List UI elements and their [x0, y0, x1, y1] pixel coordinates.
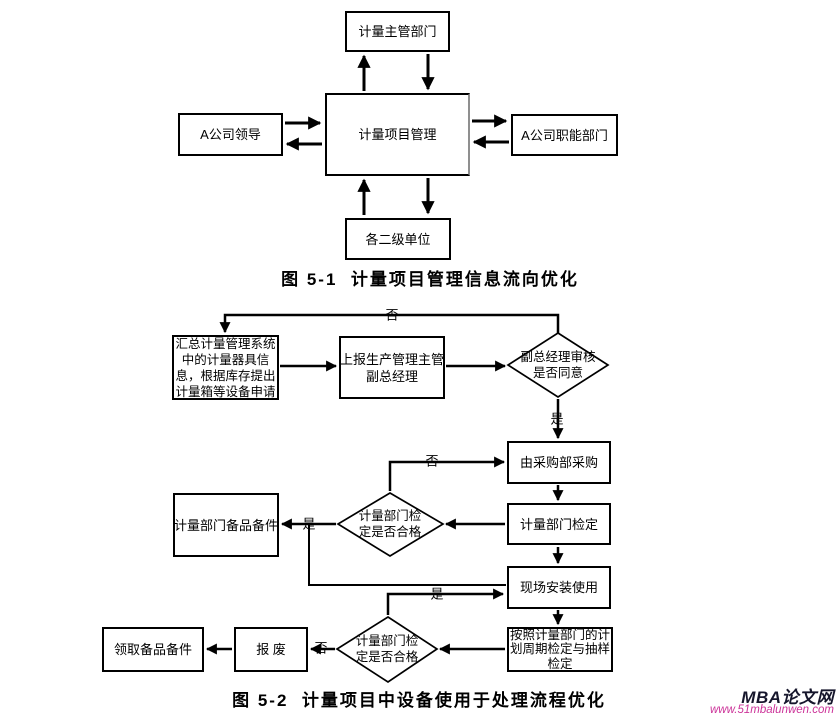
fig1-node-metrology-authority: 计量主管部门: [345, 11, 450, 52]
fig2-node-spare-parts-storage: 计量部门备品备件: [173, 493, 279, 557]
fig2-arrow-verify1-no-to-purchase: [388, 456, 506, 491]
fig2-node-purchase-dept: 由采购部采购: [507, 441, 611, 484]
fig2-node-summarize-devices: 汇总计量管理系统 中的计量器具信 息，根据库存提出 计量箱等设备申请: [172, 335, 279, 400]
fig2-arrows: [205, 313, 564, 655]
text-line: 汇总计量管理系统: [175, 336, 276, 351]
fig1-node-company-functional-depts: A公司职能部门: [511, 114, 618, 156]
text-line: 定是否合格: [355, 650, 419, 664]
text-line: 计量箱等设备申请: [175, 384, 276, 399]
edge-label-verify2-yes: 是: [430, 586, 444, 602]
fig2-arrow-decision2-yes-to-install: [386, 588, 505, 615]
text-line: 副总经理: [365, 368, 418, 384]
fig2-node-report-to-deputy-gm: 上报生产管理主管 副总经理: [339, 336, 445, 399]
text-line: 息，根据库存提出: [175, 368, 276, 383]
text-line: 上报生产管理主管: [340, 351, 445, 367]
watermark-site-name: MBA论文网: [741, 688, 834, 707]
fig2-line-spare-junction-to-install: [308, 524, 506, 586]
decision-diamond-verify1: [336, 492, 445, 557]
fig2-decision-verify2-label: 计量部门检 定是否合格: [337, 633, 437, 665]
watermark-site-url: www.51mbalunwen.com: [709, 704, 834, 716]
fig2-arrow-decision-no-feedback: [219, 313, 560, 334]
decision-diamond-approve: [506, 331, 610, 399]
fig1-node-secondary-units: 各二级单位: [345, 218, 451, 260]
fig2-node-collect-spare-parts: 领取备品备件: [102, 627, 204, 672]
edge-label-verify1-yes: 是: [302, 516, 316, 532]
text-line: 检定: [547, 656, 573, 671]
text-line: 副总经理审核: [520, 350, 596, 364]
fig1-arrows: [285, 54, 509, 215]
fig1-node-metrology-project-management: 计量项目管理: [325, 93, 470, 176]
text-line: 计量部门检: [355, 634, 419, 648]
edge-label-approve-yes: 是: [550, 411, 564, 427]
edge-label-verify2-no: 否: [314, 640, 328, 656]
fig2-node-onsite-install-use: 现场安装使用: [507, 566, 611, 609]
fig2-caption: 图 5-2 计量项目中设备使用于处理流程优化: [232, 691, 606, 710]
text-line: 定是否合格: [358, 525, 422, 539]
fig2-decision-verify1-label: 计量部门检 定是否合格: [340, 508, 440, 540]
fig2-node-metrology-verification: 计量部门检定: [507, 503, 611, 545]
edge-label-approve-no: 否: [385, 307, 399, 323]
text-line: 中的计量器具信: [181, 352, 270, 367]
fig2-decision-approve-label: 副总经理审核 是否同意: [508, 348, 608, 382]
text-line: 计量部门检: [358, 509, 422, 523]
fig2-node-scrap: 报 废: [234, 627, 308, 672]
fig2-node-periodic-verification: 按照计量部门的计 划周期检定与抽样 检定: [507, 627, 613, 672]
text-line: 按照计量部门的计: [509, 627, 610, 642]
edge-label-verify1-no: 否: [425, 453, 439, 469]
fig2-diamonds: [335, 331, 610, 684]
fig1-caption: 图 5-1 计量项目管理信息流向优化: [281, 270, 579, 289]
fig1-node-company-leaders: A公司领导: [178, 113, 283, 156]
decision-diamond-verify2: [335, 615, 439, 684]
text-line: 是否同意: [532, 366, 583, 380]
text-line: 划周期检定与抽样: [509, 642, 610, 657]
